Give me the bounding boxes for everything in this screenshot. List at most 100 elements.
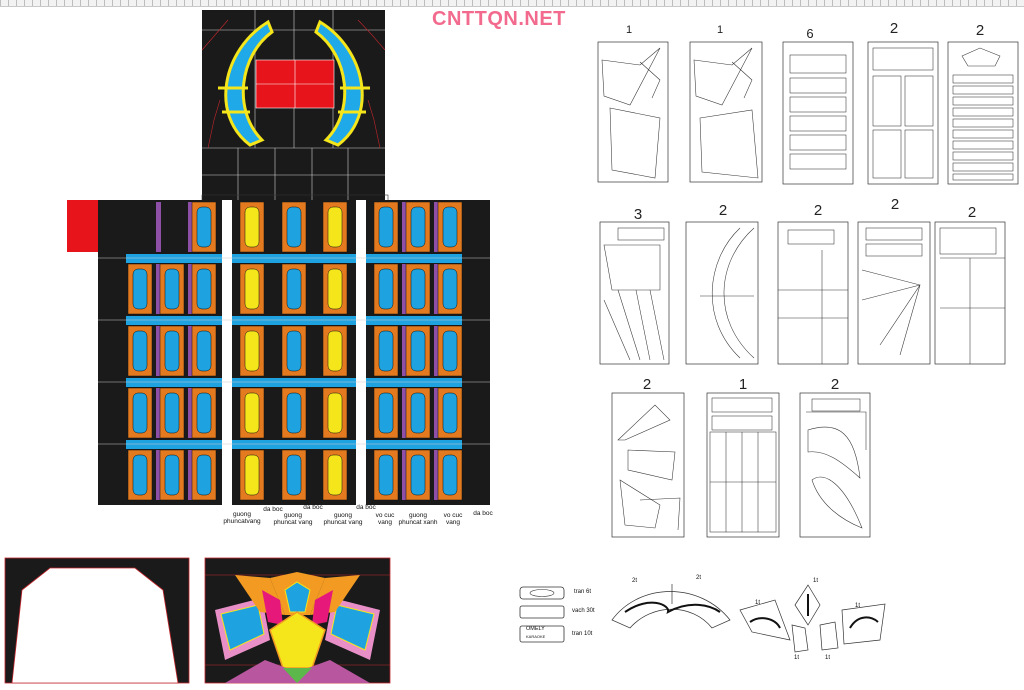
wall-elevation [67, 194, 490, 505]
panel-qty: 2 [813, 202, 823, 219]
legend-badges [519, 586, 565, 643]
wall-label: da boc [473, 510, 493, 517]
panel-inset [378, 206, 394, 248]
panel-qty: 2 [718, 202, 728, 219]
purple-strip [188, 202, 193, 252]
panel-qty: 1 [625, 24, 633, 36]
legend-label: tran 6t [574, 589, 592, 595]
panel-qty: 3 [633, 206, 643, 223]
panel-inset [196, 330, 212, 372]
panel-inset [442, 206, 458, 248]
panel-qty: 1 [738, 376, 748, 393]
panel-inset [244, 268, 260, 310]
panel-qty: 2 [830, 376, 840, 393]
panel-inset [442, 392, 458, 434]
purple-strip [188, 450, 193, 500]
panel-qty: 2 [975, 22, 985, 39]
panel-inset [244, 206, 260, 248]
watermark: CNTTQN.NET [432, 8, 566, 30]
panel-inset [132, 454, 148, 496]
panel-inset [244, 392, 260, 434]
ceiling-plan-right [204, 557, 391, 684]
panel-inset [378, 268, 394, 310]
purple-strip [188, 326, 193, 376]
panel-inset [327, 268, 343, 310]
badge-subtext: KARAOKE [526, 634, 546, 639]
panel-inset [378, 392, 394, 434]
panel-inset [327, 206, 343, 248]
panel-inset [410, 392, 426, 434]
wall-label: guong phuncatvang [223, 511, 261, 525]
panel-qty: 2 [890, 196, 900, 213]
purple-strip [402, 202, 407, 252]
panel-inset [164, 268, 180, 310]
purple-strip [402, 388, 407, 438]
panel-inset [132, 330, 148, 372]
panel-inset [327, 454, 343, 496]
panel-inset [442, 268, 458, 310]
wall-label: da boc [356, 504, 376, 511]
wall-label: da boc [303, 504, 323, 511]
purple-strip [402, 450, 407, 500]
ceiling-plan-left [4, 557, 190, 684]
ceiling-design [201, 10, 386, 202]
corner-qty: 1t [855, 603, 861, 609]
panel-qty: 2 [889, 20, 899, 37]
panel-inset [164, 454, 180, 496]
panel-inset [196, 392, 212, 434]
panel-qty: 2 [967, 204, 977, 221]
purple-strip [402, 264, 407, 314]
purple-strip [434, 202, 439, 252]
panel-qty: 2 [642, 376, 652, 393]
panel-inset [164, 330, 180, 372]
corner-qty: 2t [632, 578, 638, 584]
badge-text: OMELY [526, 626, 545, 632]
corner-qty: 1t [794, 655, 800, 661]
corner-qty: 1t [755, 600, 761, 606]
purple-strip [156, 202, 161, 252]
panel-inset [196, 206, 212, 248]
panel-inset [327, 330, 343, 372]
panel-inset [442, 330, 458, 372]
wall-label: vo cuc vang [443, 512, 463, 526]
panel-inset [410, 454, 426, 496]
panel-inset [286, 392, 302, 434]
purple-strip [434, 326, 439, 376]
panel-qty: 6 [806, 26, 814, 41]
panel-inset [378, 330, 394, 372]
ruler-bar [0, 0, 1024, 7]
corner-qty: 1t [813, 578, 819, 584]
corner-qty: 1t [825, 655, 831, 661]
panel-inset [286, 454, 302, 496]
purple-strip [434, 388, 439, 438]
purple-strip [188, 388, 193, 438]
panel-inset [196, 454, 212, 496]
wall-label: guong phuncat xanh [398, 512, 438, 526]
wall-label: guong phuncat vang [273, 512, 313, 526]
panel-inset [286, 330, 302, 372]
legend-label: vach 30t [572, 608, 595, 614]
panel-inset [244, 330, 260, 372]
panel-inset [378, 454, 394, 496]
panel-inset [286, 206, 302, 248]
panel-inset [410, 206, 426, 248]
panel-inset [410, 268, 426, 310]
purple-strip [156, 388, 161, 438]
wall-label: guong phuncat vang [323, 512, 363, 526]
arc-decor [611, 584, 886, 653]
purple-strip [156, 450, 161, 500]
panel-inset [196, 268, 212, 310]
corner-qty: 2t [696, 575, 702, 581]
wall-label: da boc [263, 506, 283, 513]
purple-strip [188, 264, 193, 314]
purple-strip [156, 326, 161, 376]
panel-inset [410, 330, 426, 372]
panel-qty: 1 [716, 24, 724, 36]
panel-inset [244, 454, 260, 496]
purple-strip [156, 264, 161, 314]
panel-inset [164, 392, 180, 434]
wall-label: vo cuc vang [375, 512, 395, 526]
panel-inset [132, 392, 148, 434]
panel-inset [327, 392, 343, 434]
panel-details [597, 41, 1019, 538]
